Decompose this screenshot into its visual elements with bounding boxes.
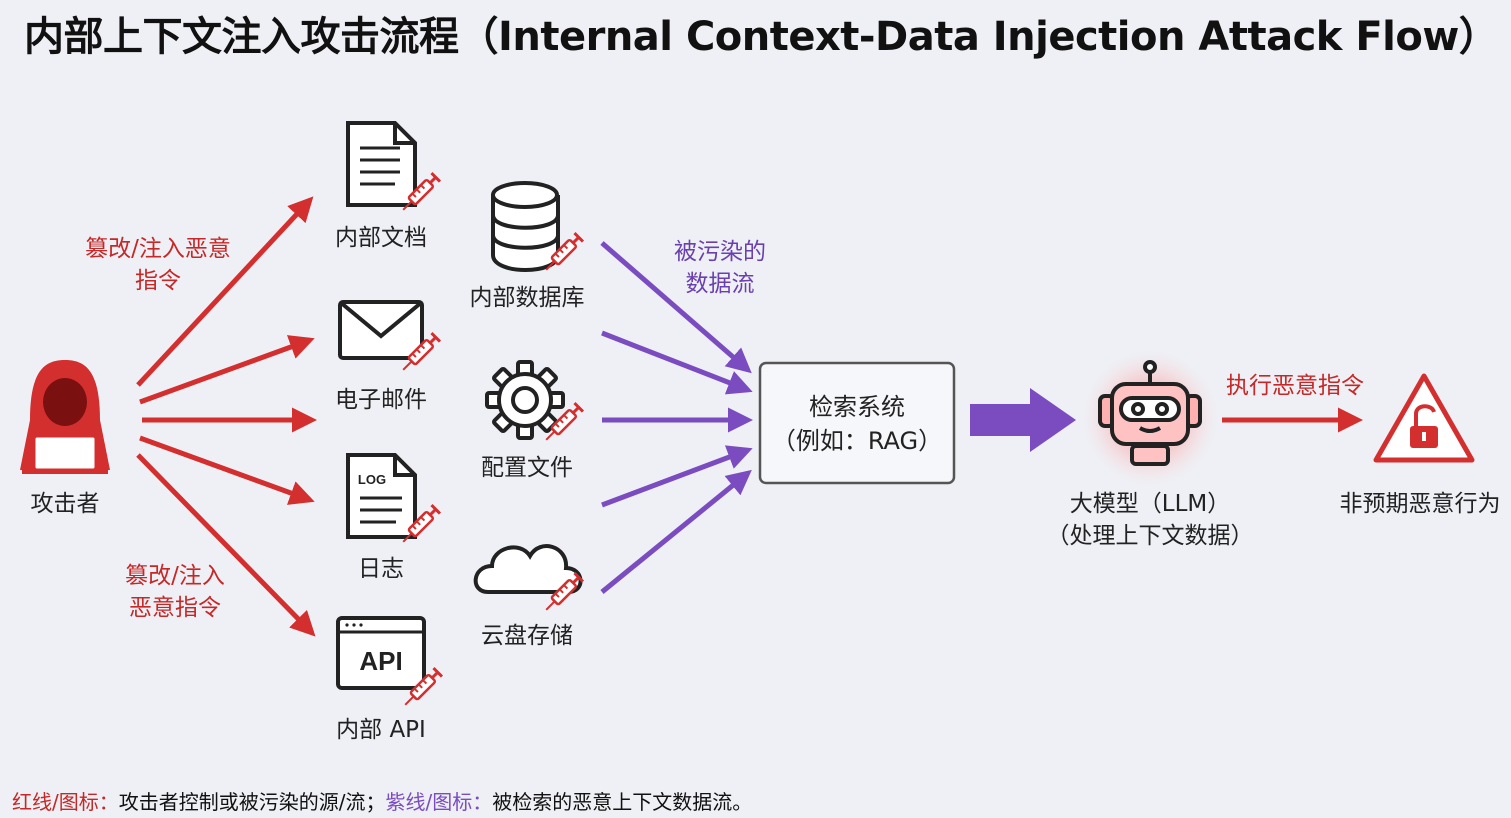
source-label-config: 配置文件: [481, 455, 573, 481]
purple-arrow-1: [600, 241, 752, 374]
red-edge-label-bottom-line1: 篡改/注入: [125, 563, 225, 589]
cloud-icon: [473, 544, 583, 594]
source-label-logs: 日志: [358, 556, 404, 582]
red-arrow-to-email: [139, 335, 315, 405]
purple-arrow-2: [601, 330, 753, 395]
database-icon: [491, 181, 560, 272]
gear-icon: [485, 360, 565, 440]
robot-icon: [1098, 360, 1202, 466]
envelope-icon: [338, 300, 424, 360]
thick-purple-arrow: [970, 388, 1076, 452]
hacker-icon: [20, 360, 110, 474]
red-edge-label-top-line2: 指令: [135, 268, 181, 294]
source-label-cloud: 云盘存储: [481, 623, 573, 649]
retrieval-line2: （例如：RAG）: [771, 427, 943, 455]
purple-arrow-5: [600, 469, 752, 594]
source-label-email: 电子邮件: [335, 387, 427, 413]
api-window-icon: [336, 616, 426, 690]
warning-unlock-icon: [1373, 373, 1475, 463]
source-label-database: 内部数据库: [469, 285, 585, 311]
retrieval-line1: 检索系统: [809, 393, 905, 421]
red-attack-arrows: [136, 196, 317, 637]
red-arrow-to-api: [136, 453, 316, 637]
attacker-label: 攻击者: [30, 491, 100, 517]
red-edge-label-top-line1: 篡改/注入恶意: [85, 236, 231, 262]
purple-edge-label-line1: 被污染的: [674, 239, 766, 265]
llm-label-line2: （处理上下文数据）: [1046, 523, 1254, 549]
api-icon-text: API: [359, 646, 402, 676]
legend-purple-key: 紫线/图标：: [385, 790, 493, 814]
source-label-internal-api: 内部 API: [336, 717, 426, 743]
legend-red-desc: 攻击者控制或被污染的源/流；: [118, 790, 386, 814]
outcome-label: 非预期恶意行为: [1339, 491, 1501, 517]
purple-arrow-4: [601, 445, 753, 508]
log-file-icon: [346, 453, 417, 539]
red-arrow-to-document: [136, 196, 314, 387]
page-title: 内部上下文注入攻击流程（Internal Context-Data Inject…: [24, 14, 1499, 60]
source-label-internal-docs: 内部文档: [335, 225, 427, 251]
retrieval-system-box: [758, 361, 956, 485]
red-edge-label-bottom-line2: 恶意指令: [129, 595, 221, 621]
llm-label-line1: 大模型（LLM）: [1069, 491, 1231, 517]
purple-edge-label-line2: 数据流: [685, 271, 755, 297]
red-arrow-to-log: [139, 435, 315, 505]
legend-purple-desc: 被检索的恶意上下文数据流。: [492, 790, 753, 814]
execute-label: 执行恶意指令: [1226, 373, 1364, 399]
purple-data-arrows: [600, 241, 753, 594]
legend: 红线/图标：攻击者控制或被污染的源/流；紫线/图标：被检索的恶意上下文数据流。: [12, 786, 752, 815]
legend-red-key: 红线/图标：: [12, 790, 119, 814]
document-icon: [346, 121, 417, 207]
log-icon-text: LOG: [358, 472, 386, 487]
